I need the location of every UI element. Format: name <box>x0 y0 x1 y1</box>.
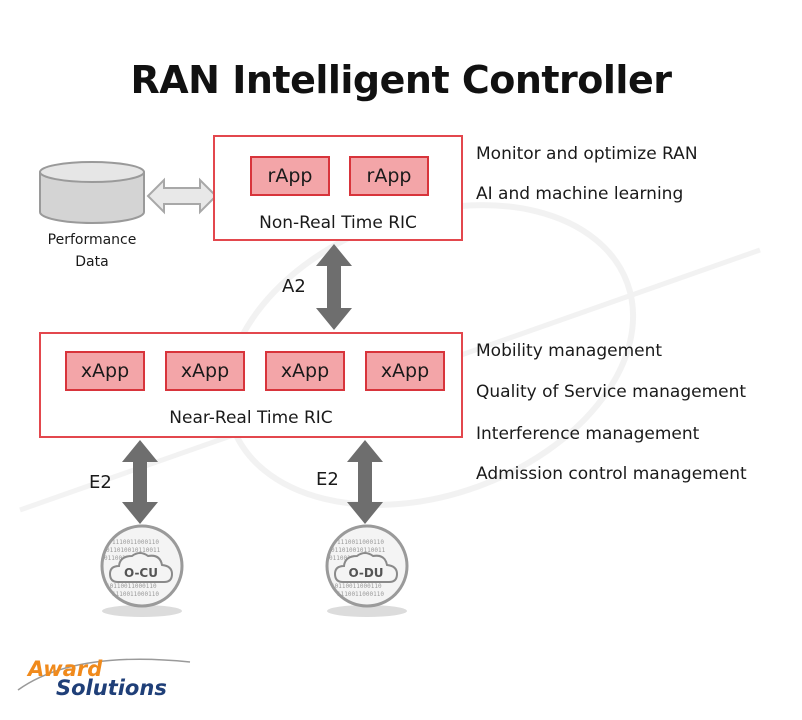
performance-data-line2: Data <box>75 254 109 270</box>
a2-arrow <box>316 244 352 330</box>
svg-text:10110011000110: 10110011000110 <box>331 583 382 590</box>
logo-solutions-text: Solutions <box>56 676 167 700</box>
near-rt-feature: Quality of Service management <box>476 382 747 402</box>
svg-text:011010010110011: 011010010110011 <box>331 547 386 554</box>
svg-text:10110011000110: 10110011000110 <box>106 583 157 590</box>
e2-left-label: E2 <box>89 472 112 493</box>
page-title: RAN Intelligent Controller <box>130 58 672 102</box>
rapp-box: rApp <box>250 156 330 196</box>
e2-arrow-right <box>347 440 383 524</box>
xapp-box: xApp <box>265 351 345 391</box>
svg-text:1110011000110: 1110011000110 <box>112 539 159 546</box>
svg-text:1110011000110: 1110011000110 <box>112 591 159 598</box>
o-du-node-icon: 1110011000110 011010010110011 0110011000… <box>325 524 409 617</box>
a2-label: A2 <box>282 276 306 297</box>
logo-award-text: Award <box>26 657 103 681</box>
e2-arrow-left <box>122 440 158 524</box>
e2-right-label: E2 <box>316 469 339 490</box>
xapp-box: xApp <box>365 351 445 391</box>
non-rt-feature: Monitor and optimize RAN <box>476 144 698 164</box>
award-solutions-logo: Award Solutions <box>17 657 191 700</box>
svg-text:1110011000110: 1110011000110 <box>337 539 384 546</box>
database-icon <box>39 161 145 224</box>
xapp-box: xApp <box>165 351 245 391</box>
performance-data-line1: Performance <box>47 232 137 248</box>
svg-text:011010010110011: 011010010110011 <box>106 547 161 554</box>
performance-data-label: Performance Data <box>22 229 162 273</box>
near-rt-feature: Mobility management <box>476 341 663 361</box>
non-rt-feature: AI and machine learning <box>476 184 684 204</box>
non-rt-ric-box: rApp rApp Non-Real Time RIC <box>213 135 463 241</box>
svg-text:1110011000110: 1110011000110 <box>337 591 384 598</box>
o-cu-label: O-CU <box>124 566 158 580</box>
xapp-box: xApp <box>65 351 145 391</box>
o-cu-node-icon: 1110011000110 011010010110011 0110011000… <box>100 524 184 617</box>
near-rt-ric-box: xApp xApp xApp xApp Near-Real Time RIC <box>39 332 463 438</box>
o-du-label: O-DU <box>348 566 383 580</box>
database-link-arrow <box>146 177 218 215</box>
near-rt-ric-label: Near-Real Time RIC <box>169 408 333 428</box>
non-rt-ric-label: Non-Real Time RIC <box>259 213 417 233</box>
near-rt-feature: Admission control management <box>476 464 747 484</box>
near-rt-feature: Interference management <box>476 424 700 444</box>
rapp-box: rApp <box>349 156 429 196</box>
